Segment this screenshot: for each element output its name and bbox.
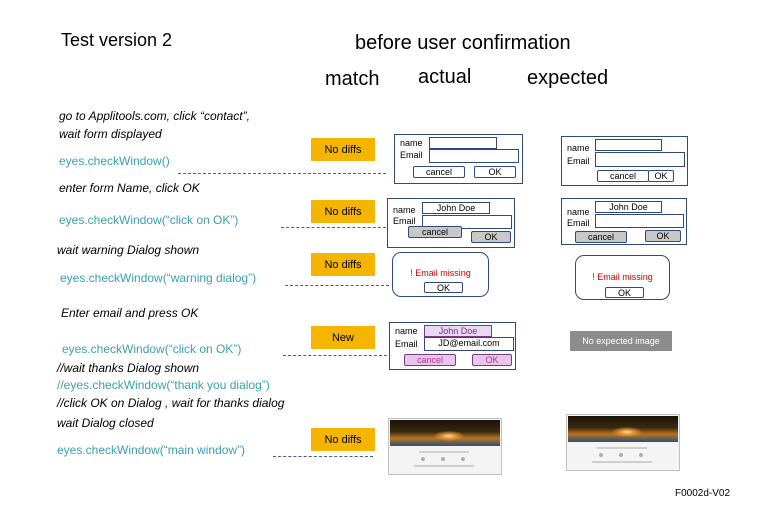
- header-actual: actual: [418, 66, 472, 88]
- connector-line-5: [273, 456, 373, 457]
- actual-main-window-thumbnail: [388, 418, 502, 475]
- step-1-line-2: wait form displayed: [59, 127, 162, 141]
- feature-dot: [421, 457, 425, 461]
- feature-dot: [461, 457, 465, 461]
- ok-button: OK: [472, 354, 512, 366]
- actual-form-1: name Email cancel OK: [394, 134, 523, 184]
- feature-dot: [639, 453, 643, 457]
- cancel-button: cancel: [408, 226, 462, 238]
- email-label: Email: [400, 150, 423, 160]
- step-3: wait warning Dialog shown: [57, 243, 200, 257]
- code-6: eyes.checkWindow(“main window”): [57, 443, 246, 457]
- step-7: wait Dialog closed: [57, 416, 154, 430]
- header-expected: expected: [527, 67, 609, 89]
- name-field: John Doe: [424, 325, 492, 337]
- actual-form-4: name John Doe Email JD@email.com cancel …: [389, 322, 516, 370]
- dialog-ok-button: OK: [605, 287, 644, 298]
- dialog-ok-button: OK: [424, 282, 463, 293]
- email-field: JD@email.com: [424, 337, 514, 351]
- name-label: name: [400, 138, 423, 148]
- match-badge-5: No diffs: [311, 428, 375, 451]
- code-4: eyes.checkWindow(“click on OK”): [62, 342, 242, 356]
- page-title: Test version 2: [61, 30, 173, 50]
- ok-button: OK: [474, 166, 516, 178]
- email-label: Email: [567, 156, 590, 166]
- match-badge-2: No diffs: [311, 200, 375, 223]
- name-field: John Doe: [422, 202, 490, 214]
- actual-warning-dialog: ! Email missing OK: [392, 252, 489, 297]
- actual-form-2: name John Doe Email cancel OK: [387, 198, 515, 248]
- text-line: [419, 451, 469, 453]
- footer-code: F0002d-V02: [675, 488, 731, 499]
- email-label: Email: [567, 218, 590, 228]
- text-line: [592, 461, 652, 463]
- hero-glow: [433, 431, 464, 441]
- no-expected-image: No expected image: [570, 331, 672, 351]
- ok-button: OK: [645, 230, 681, 242]
- cancel-button: cancel: [413, 166, 465, 178]
- text-line: [597, 447, 647, 449]
- name-field: [429, 137, 497, 149]
- step-5: //wait thanks Dialog shown: [57, 361, 200, 375]
- hero-glow: [611, 427, 642, 437]
- step-4: Enter email and press OK: [61, 306, 199, 320]
- step-2: enter form Name, click OK: [59, 181, 200, 195]
- match-badge-3: No diffs: [311, 253, 375, 276]
- header-main: before user confirmation: [355, 32, 571, 54]
- name-label: name: [567, 207, 590, 217]
- name-label: name: [393, 205, 416, 215]
- connector-line-2: [281, 227, 386, 228]
- name-field: John Doe: [595, 201, 662, 213]
- email-missing-text: ! Email missing: [410, 268, 471, 278]
- expected-form-2: name John Doe Email cancel OK: [561, 198, 687, 245]
- code-1: eyes.checkWindow(): [59, 154, 170, 168]
- name-field: [595, 139, 662, 151]
- ok-button: OK: [471, 231, 511, 243]
- email-label: Email: [395, 339, 418, 349]
- ok-button: OK: [648, 170, 674, 182]
- connector-line-3: [285, 285, 389, 286]
- code-2: eyes.checkWindow(“click on OK”): [59, 213, 239, 227]
- email-field: [429, 149, 519, 163]
- name-label: name: [395, 326, 418, 336]
- feature-dot: [441, 457, 445, 461]
- match-badge-4: New: [311, 326, 375, 349]
- name-label: name: [567, 143, 590, 153]
- feature-dot: [599, 453, 603, 457]
- cancel-button: cancel: [404, 354, 456, 366]
- code-3: eyes.checkWindow(“warning dialog”): [60, 271, 257, 285]
- match-badge-1: No diffs: [311, 138, 375, 161]
- text-line: [414, 465, 474, 467]
- expected-form-1: name Email cancel OK: [561, 136, 688, 186]
- expected-main-window-thumbnail: [566, 414, 680, 471]
- connector-line-1: [178, 173, 386, 174]
- expected-warning-dialog: ! Email missing OK: [575, 255, 670, 300]
- step-6: //click OK on Dialog , wait for thanks d…: [57, 396, 285, 410]
- cancel-button: cancel: [597, 170, 649, 182]
- email-field: [422, 215, 512, 229]
- email-field: [595, 152, 685, 167]
- code-5: //eyes.checkWindow(“thank you dialog”): [57, 378, 270, 392]
- header-match: match: [325, 68, 380, 90]
- email-field: [595, 214, 684, 228]
- connector-line-4: [283, 355, 387, 356]
- step-1-line-1: go to Applitools.com, click “contact”,: [59, 109, 250, 123]
- feature-dot: [619, 453, 623, 457]
- email-missing-text: ! Email missing: [592, 272, 653, 282]
- cancel-button: cancel: [575, 231, 627, 243]
- email-label: Email: [393, 216, 416, 226]
